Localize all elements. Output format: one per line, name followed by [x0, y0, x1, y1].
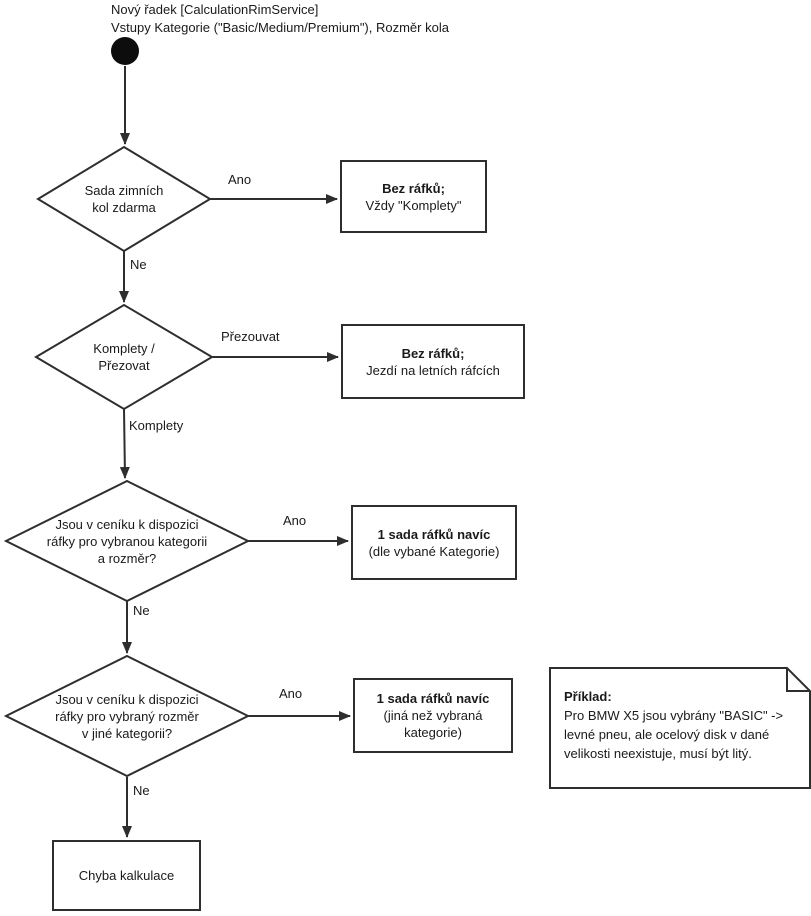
edge-label-d4-no: Ne: [133, 783, 150, 798]
decision-d4-label: Jsou v ceníku k dispozici ráfky pro vybr…: [22, 690, 232, 742]
decision-d3-label: Jsou v ceníku k dispozici ráfky pro vybr…: [22, 515, 232, 567]
r5-title: Chyba kalkulace: [78, 868, 175, 883]
edge-label-d4-yes: Ano: [279, 686, 303, 701]
diagram-header: Nový řadek [CalculationRimService] Vstup…: [111, 1, 449, 37]
r1-title: Bez ráfků;: [382, 180, 445, 196]
decision-d2-label: Komplety / Přezovat: [44, 338, 204, 376]
header-line-1: Nový řadek [CalculationRimService]: [111, 2, 319, 17]
edge-label-d2-right: Přezouvat: [221, 329, 280, 344]
note-shape: [549, 667, 811, 789]
r2-title: Bez ráfků;: [401, 345, 465, 361]
d3-line2: ráfky pro vybranou kategorii: [46, 533, 208, 549]
d2-line2: Přezovat: [98, 358, 150, 373]
d4-line2: ráfky pro vybraný rozměr: [55, 708, 199, 724]
r4-subtitle: (jiná než vybraná kategorie): [383, 708, 483, 740]
note-line-1: Pro BMW X5 jsou vybrány "BASIC" ->: [564, 708, 784, 723]
note-content: Příklad: Pro BMW X5 jsou vybrány "BASIC"…: [564, 687, 802, 763]
result-box-bez-rafku-komplety: Bez ráfků; Vždy "Komplety": [340, 160, 487, 233]
decision-d1-label: Sada zimních kol zdarma: [44, 180, 204, 218]
note-line-2: levné pneu, ale ocelový disk v dané: [564, 727, 770, 742]
edge-label-d1-yes: Ano: [228, 172, 252, 187]
edge-label-d2-down: Komplety: [129, 418, 184, 433]
r3-subtitle: (dle vybané Kategorie): [368, 543, 500, 559]
note-line-3: velikosti neexistuje, musí být litý.: [564, 746, 752, 761]
d3-line1: Jsou v ceníku k dispozici: [55, 516, 199, 532]
d1-line2: kol zdarma: [92, 200, 156, 215]
d3-line3: a rozměr?: [97, 550, 157, 566]
d4-line3: v jiné kategorii?: [81, 725, 173, 741]
r3-title: 1 sada ráfků navíc: [377, 526, 491, 542]
r1-subtitle: Vždy "Komplety": [365, 197, 462, 213]
note-title: Příklad:: [564, 689, 612, 704]
edge-label-d1-no: Ne: [130, 257, 147, 272]
r4-title: 1 sada ráfků navíc: [376, 691, 490, 706]
edge-label-d3-yes: Ano: [283, 513, 307, 528]
edge-label-d3-no: Ne: [133, 603, 150, 618]
result-box-chyba-kalkulace: Chyba kalkulace: [52, 840, 201, 911]
result-box-sada-navic-jina: 1 sada ráfků navíc (jiná než vybraná kat…: [353, 678, 513, 753]
d4-line1: Jsou v ceníku k dispozici: [55, 691, 199, 707]
decision-d3-shape: [3, 479, 251, 603]
d1-line1: Sada zimních: [84, 183, 164, 198]
edge-d2-komplety: [119, 408, 130, 479]
r2-subtitle: Jezdí na letních ráfcích: [366, 362, 500, 378]
result-box-sada-navic-kategorie: 1 sada ráfků navíc (dle vybané Kategorie…: [351, 505, 517, 580]
decision-d2-shape: [34, 303, 214, 411]
header-line-2: Vstupy Kategorie ("Basic/Medium/Premium"…: [111, 20, 449, 35]
decision-d4-shape: [3, 654, 251, 778]
start-node-icon: [111, 37, 139, 65]
d2-line1: Komplety /: [93, 341, 155, 356]
note-fold-icon: [786, 668, 810, 692]
result-box-bez-rafku-letni: Bez ráfků; Jezdí na letních ráfcích: [341, 324, 525, 399]
decision-d1-shape: [36, 145, 212, 253]
